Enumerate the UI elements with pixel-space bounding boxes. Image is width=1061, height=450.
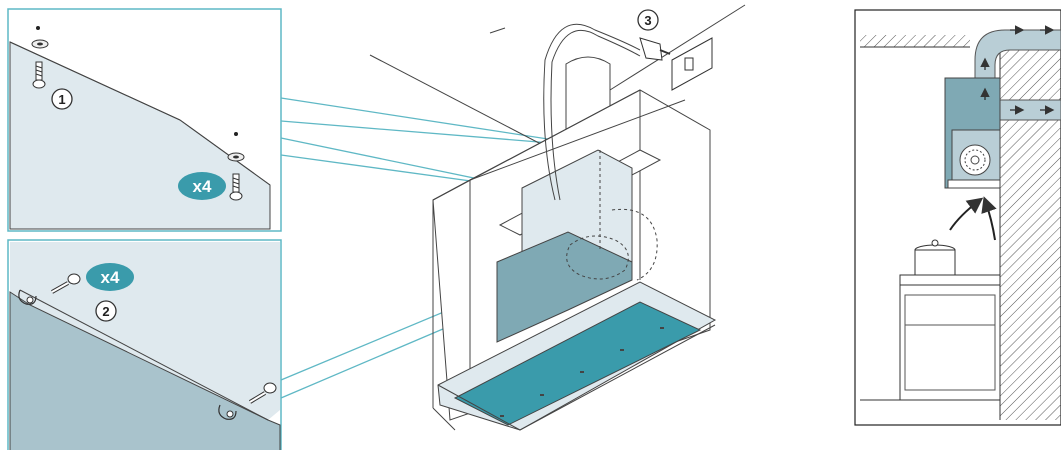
inset-step-1: 1 x4 [7,8,282,232]
wall-socket-icon [671,37,713,91]
inset-step-2: x4 2 [7,239,282,450]
svg-text:x4: x4 [101,268,120,287]
screw-icon [32,61,46,89]
kitchen-section-diagram [854,9,1061,426]
airflow-arrow-icon [980,25,1055,115]
step-3-marker [637,9,659,31]
cooking-pot-icon [914,239,956,276]
quantity-badge-bottom: x4 [86,263,134,291]
plug-icon [639,37,671,61]
screw-icon [51,273,81,294]
power-cable [543,23,641,201]
step-2-label: 2 [102,304,109,319]
hood-cabinet-diagram [369,4,746,431]
step-1-label: 1 [58,92,65,107]
svg-text:x4: x4 [193,177,212,196]
step-2-marker [95,300,117,322]
washer-icon [31,26,49,49]
step-3-label: 3 [644,13,651,28]
step-1-marker [51,88,73,110]
quantity-badge-top: x4 [178,172,226,200]
